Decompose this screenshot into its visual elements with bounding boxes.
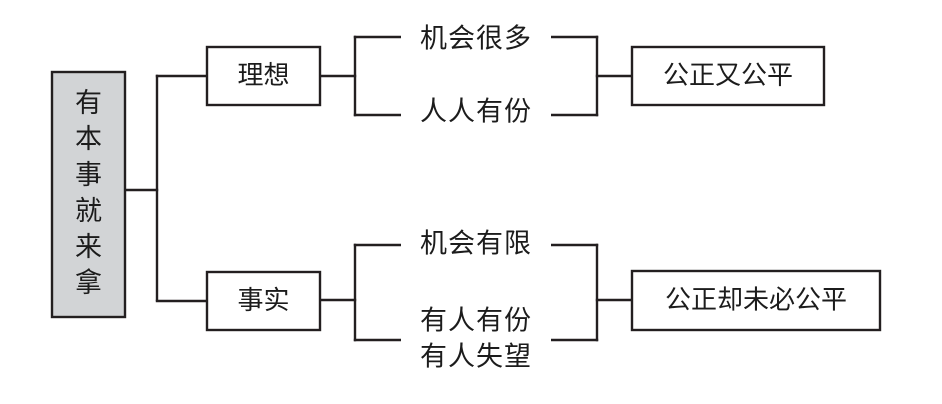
node-ideal-label: 理想	[237, 61, 289, 91]
node-ideal[interactable]: 理想	[205, 45, 322, 107]
node-just-not-fair[interactable]: 公正却未必公平	[630, 269, 882, 332]
node-root-label-char: 拿	[75, 268, 102, 299]
branch-item-label: 人人有份	[420, 97, 532, 128]
node-just-and-fair-label: 公正又公平	[663, 61, 793, 91]
node-root-box	[50, 70, 127, 319]
branch-item-label: 有人有份	[420, 306, 532, 337]
branch-item-label: 机会很多	[420, 24, 532, 55]
node-just-and-fair[interactable]: 公正又公平	[630, 45, 826, 107]
label-backdrop	[401, 285, 551, 363]
node-just-not-fair-box	[630, 269, 882, 332]
branch-item-label: 机会有限	[420, 229, 532, 260]
node-root-label-char: 来	[75, 232, 102, 263]
node-just-and-fair-box	[630, 45, 826, 107]
node-ideal-box	[205, 45, 322, 107]
label-backdrop	[401, 230, 551, 264]
label-backdrop	[401, 98, 551, 132]
branch-item-label: 有人失望	[420, 342, 532, 373]
node-root-label-char: 有	[75, 88, 102, 119]
node-just-not-fair-label: 公正却未必公平	[665, 286, 847, 316]
node-root-label-char: 本	[75, 124, 102, 155]
root-trunk-connector	[123, 74, 209, 303]
node-root-label-char: 就	[75, 196, 102, 227]
label-backdrop	[401, 25, 551, 59]
node-fact[interactable]: 事实	[205, 270, 322, 332]
node-fact-label: 事实	[237, 286, 289, 316]
node-root-label-char: 事	[75, 160, 102, 191]
node-fact-box	[205, 270, 322, 332]
